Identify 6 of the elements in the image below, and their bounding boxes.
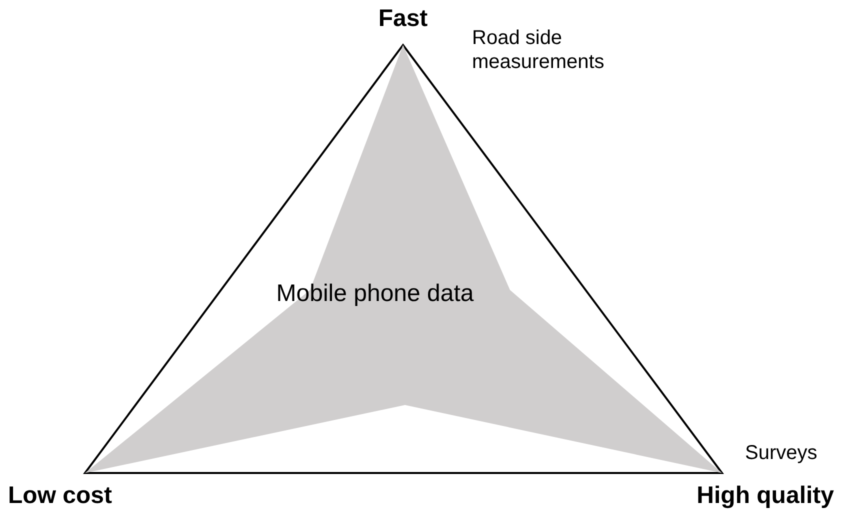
node-label: Mobile phone data: [275, 280, 475, 309]
vertex-label: Low cost: [8, 482, 114, 511]
vertex-label: High quality: [696, 482, 834, 511]
callout-text: Surveys: [745, 441, 818, 465]
callout-text: Road side measurements: [472, 26, 606, 74]
vertex-label: Fast: [377, 5, 429, 34]
